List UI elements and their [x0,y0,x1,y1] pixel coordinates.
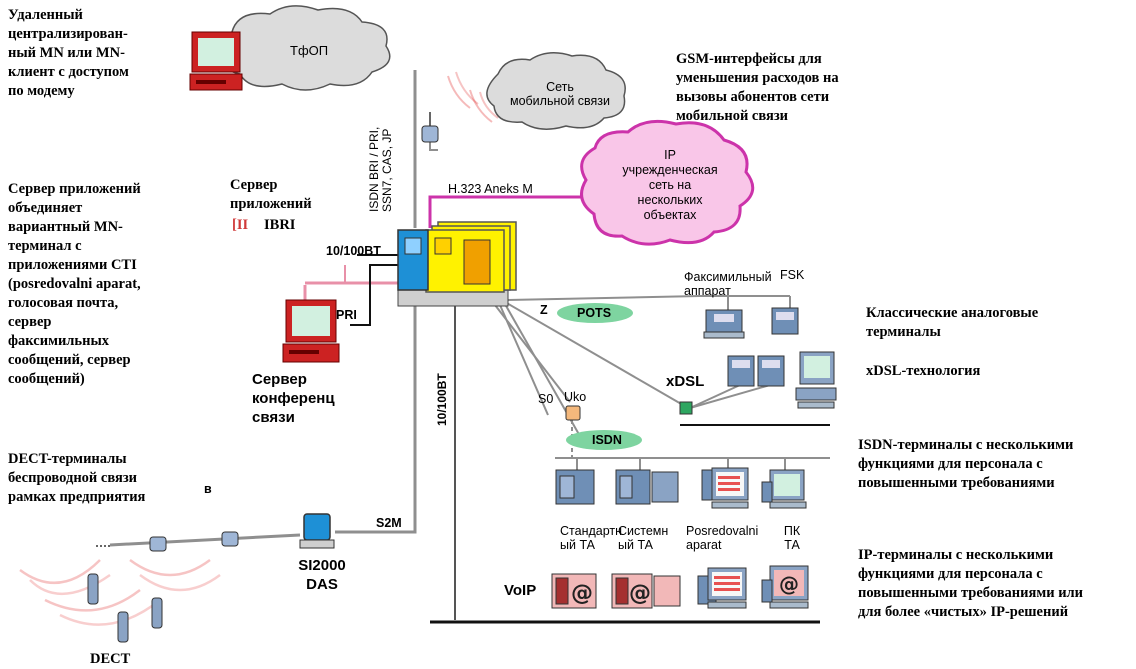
pc-phone-icon [761,469,807,509]
voip-label: VoIP [504,582,537,599]
voip-pc-icon: @ [761,565,809,609]
dect-base-1-icon [149,536,167,552]
xdsl-modem-icon [679,401,693,415]
xdsl-device-2-icon [757,355,785,387]
dect-handset-3-icon [151,597,163,629]
note-ip-terminals: IP-терминалы с несколькими функциями для… [858,547,1084,620]
note-dect-terminals: DECT-терминалы беспроводной связи рамках… [8,451,146,505]
s2m-label: S2M [376,516,402,530]
isdn-label: ISDN [592,433,622,447]
b-label: в [204,482,212,496]
svg-text:@: @ [779,572,799,596]
app-server-title: Сервер приложений [230,177,312,212]
xdsl-pc-icon [795,351,837,409]
operator-console-label: Posredovalni aparat [686,524,759,552]
fax-machine-icon [703,309,745,339]
dect-handset-1-icon [87,573,99,605]
mobile-cloud-label: Сеть мобильной связи [509,80,611,108]
note-dect: DECT [90,651,131,667]
operator-console-icon [701,467,749,509]
xdsl-label: xDSL [666,373,705,390]
pri-label: PRI [336,308,357,322]
remote-mn-client-icon [189,31,243,91]
pc-phone-label: ПК ТА [783,524,801,552]
note-isdn-terminals: ISDN-терминалы с несколькими функциями д… [858,437,1074,491]
fsk-icon [771,307,799,335]
si2000-das-icon [299,513,335,549]
app-server-bri-mark: [II [232,217,249,233]
ip-cloud-label: IP учрежденческая сеть на нескольких объ… [622,148,718,222]
app-server-bri-label: IBRI [264,217,296,233]
note-remote-mn: Удаленный централизирован- ный MN или MN… [8,7,129,99]
note-xdsl-tech: xDSL-технология [866,363,981,379]
voip-phone-2-icon: @ [611,573,681,609]
uko-label: Uko [564,390,587,404]
voip-console-icon [697,567,747,609]
svg-text:@: @ [629,581,651,606]
ethernet-top-label: 10/100BT [326,244,381,258]
standard-phone-icon [555,469,595,505]
z-label: Z [540,303,548,317]
dect-handset-2-icon [117,611,129,643]
pstn-cloud-label: ТфОП [290,43,329,58]
mobile-cloud [486,52,626,130]
dect-base-2-icon [221,531,239,547]
mobile-radio-waves [447,71,499,123]
system-phone-icon [615,469,679,505]
isdn-pill [566,430,642,450]
dect-radio-waves [19,558,221,626]
pots-label: POTS [577,306,612,320]
svg-text:@: @ [571,581,593,606]
fax-machine-label: Факсимильный аппарат [684,270,772,298]
h323-label: H.323 Aneks M [448,182,533,196]
sys-phone-label: Системн ый ТА [618,524,669,552]
ethernet-vertical-label: 10/100BT [435,373,449,426]
xdsl-device-1-icon [727,355,755,387]
mobile-base-station-icon [421,112,439,143]
note-classic-analog: Классические аналоговые терминалы [866,305,1039,340]
fsk-label: FSK [780,268,805,282]
uko-adapter-icon [565,405,581,421]
note-gsm: GSM-интерфейсы для уменьшения расходов н… [676,51,839,124]
std-phone-label: Стандартн ый ТА [560,524,623,552]
pbx-icon [397,221,517,307]
voip-phone-1-icon: @ [551,573,597,609]
conf-server-label: Сервер конференц связи [252,371,335,426]
isdn-links-label: ISDN BRI / PRI, SSN7, CAS, JP [367,126,394,212]
si2000-das-label: SI2000 DAS [298,557,346,593]
note-app-server: Сервер приложений объединяет вариантный … [8,181,141,387]
connection-lines [109,70,830,624]
s0-label: S0 [538,392,554,406]
h323-link [428,195,590,228]
app-server-pc-icon [282,299,340,363]
ip-network-cloud [580,119,755,246]
pots-pill [557,303,633,323]
